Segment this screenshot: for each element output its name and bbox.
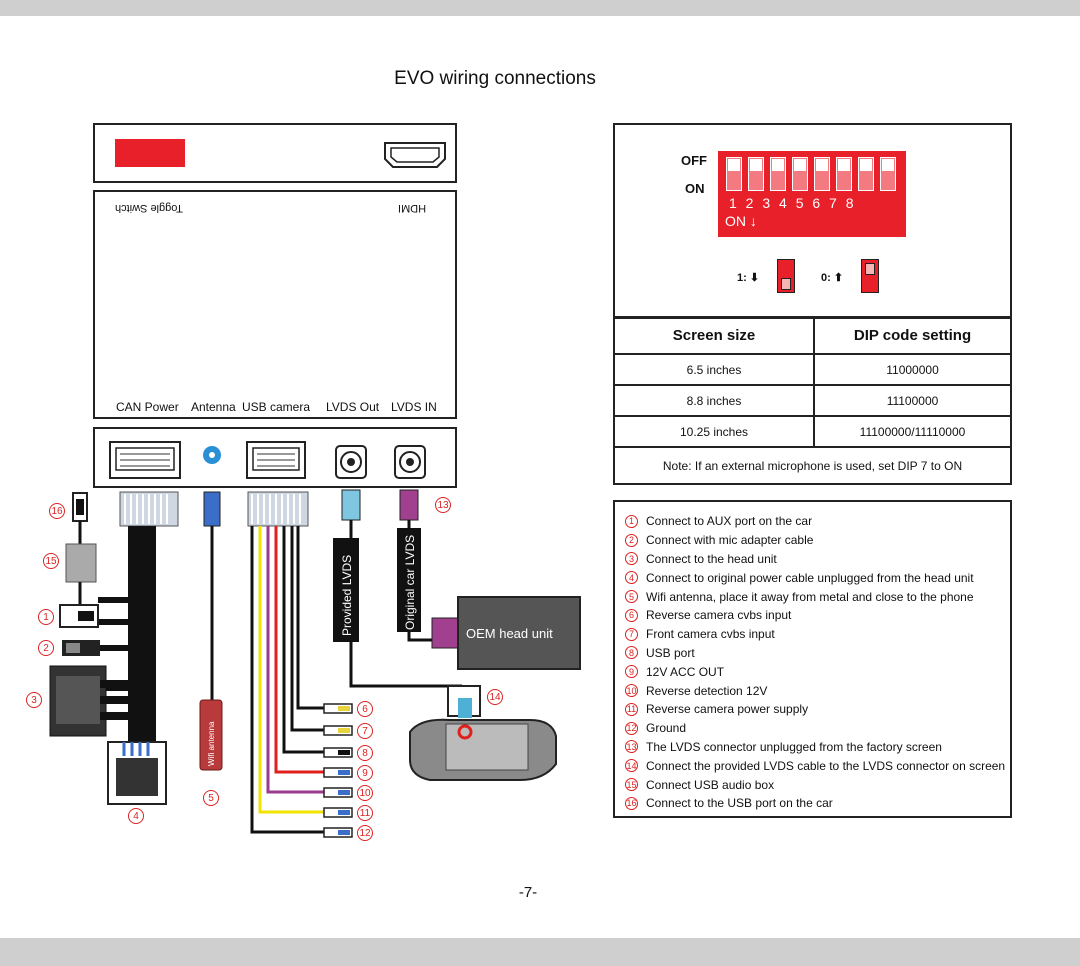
dip-zero-legend: 0: ⬆ (821, 272, 844, 284)
original-car-lvds-text: Original car LVDS (403, 535, 417, 630)
callout-13: 13 (435, 497, 451, 513)
oem-head-unit-box (457, 596, 581, 670)
dip-numbers: 1 2 3 4 5 6 7 8 (729, 195, 854, 211)
page-number: -7- (518, 884, 538, 901)
provided-lvds-text: Provided LVDS (340, 555, 354, 636)
wiring-diagram: Wifi antenna Provided LVDS Original car … (49, 441, 581, 838)
can-power-connector (109, 441, 181, 479)
callout-2: 2 (38, 640, 54, 656)
callout-5: 5 (203, 790, 219, 806)
callout-9: 9 (357, 765, 373, 781)
callout-3: 3 (26, 692, 42, 708)
callout-8: 8 (357, 745, 373, 761)
lvds-out-port (335, 445, 367, 479)
table-row: 8.8 inches 11100000 (613, 384, 1012, 417)
dip-on-mark: ON ↓ (725, 213, 757, 229)
port-label-usb-camera: USB camera (242, 400, 311, 414)
dip-switch-block: 1 2 3 4 5 6 7 8 ON ↓ (718, 151, 906, 237)
hdmi-port-icon (384, 142, 446, 168)
module-body: Toggle Switch HDMI CAN Power Antenna USB… (93, 190, 457, 419)
table-row: 6.5 inches 11000000 (613, 353, 1012, 386)
lvds-in-port (394, 445, 426, 479)
callout-7: 7 (357, 723, 373, 739)
table-row: 10.25 inches 11100000/11110000 (613, 415, 1012, 448)
oem-head-unit-label: OEM head unit (466, 626, 553, 641)
page-title: EVO wiring connections (394, 68, 596, 89)
antenna-port (203, 446, 221, 464)
dip-one-switch-icon (777, 259, 795, 293)
callout-1: 1 (38, 609, 54, 625)
table-cell: 11100000 (813, 384, 1012, 417)
module-top-view (93, 123, 457, 183)
port-label-can-power: CAN Power (116, 400, 179, 414)
table-note: Note: If an external microphone is used,… (613, 446, 1012, 485)
table-cell: 6.5 inches (613, 353, 815, 386)
toggle-switch-graphic (115, 139, 185, 167)
table-header-dip-code: DIP code setting (813, 316, 1012, 355)
usb-camera-connector (246, 441, 306, 479)
port-label-lvds-out: LVDS Out (326, 400, 380, 414)
dip-settings-table: Screen size DIP code setting 6.5 inches … (613, 316, 1012, 485)
callout-16: 16 (49, 503, 65, 519)
manual-page: EVO wiring connections Toggle Switch HDM… (0, 16, 1080, 938)
callout-11: 11 (357, 805, 373, 821)
table-header-screen-size: Screen size (613, 316, 815, 355)
dip-on-label: ON (685, 181, 705, 196)
dip-zero-switch-icon (861, 259, 879, 293)
port-label-lvds-in: LVDS IN (391, 400, 437, 414)
callout-6: 6 (357, 701, 373, 717)
dip-one-legend: 1: ⬇ (737, 272, 760, 284)
wifi-antenna-text: Wifi antenna (207, 721, 216, 766)
dip-off-label: OFF (681, 153, 707, 168)
port-label-antenna: Antenna (191, 400, 236, 414)
table-cell: 8.8 inches (613, 384, 815, 417)
table-cell: 10.25 inches (613, 415, 815, 448)
callout-14: 14 (487, 689, 503, 705)
table-cell: 11000000 (813, 353, 1012, 386)
callout-15: 15 (43, 553, 59, 569)
callout-10: 10 (357, 785, 373, 801)
dip-switch-panel: OFF ON 1 2 3 4 5 6 7 8 ON ↓ 1: ⬇ 0: ⬆ (613, 123, 1012, 319)
callout-12: 12 (357, 825, 373, 841)
callout-4: 4 (128, 808, 144, 824)
table-cell: 11100000/11110000 (813, 415, 1012, 448)
